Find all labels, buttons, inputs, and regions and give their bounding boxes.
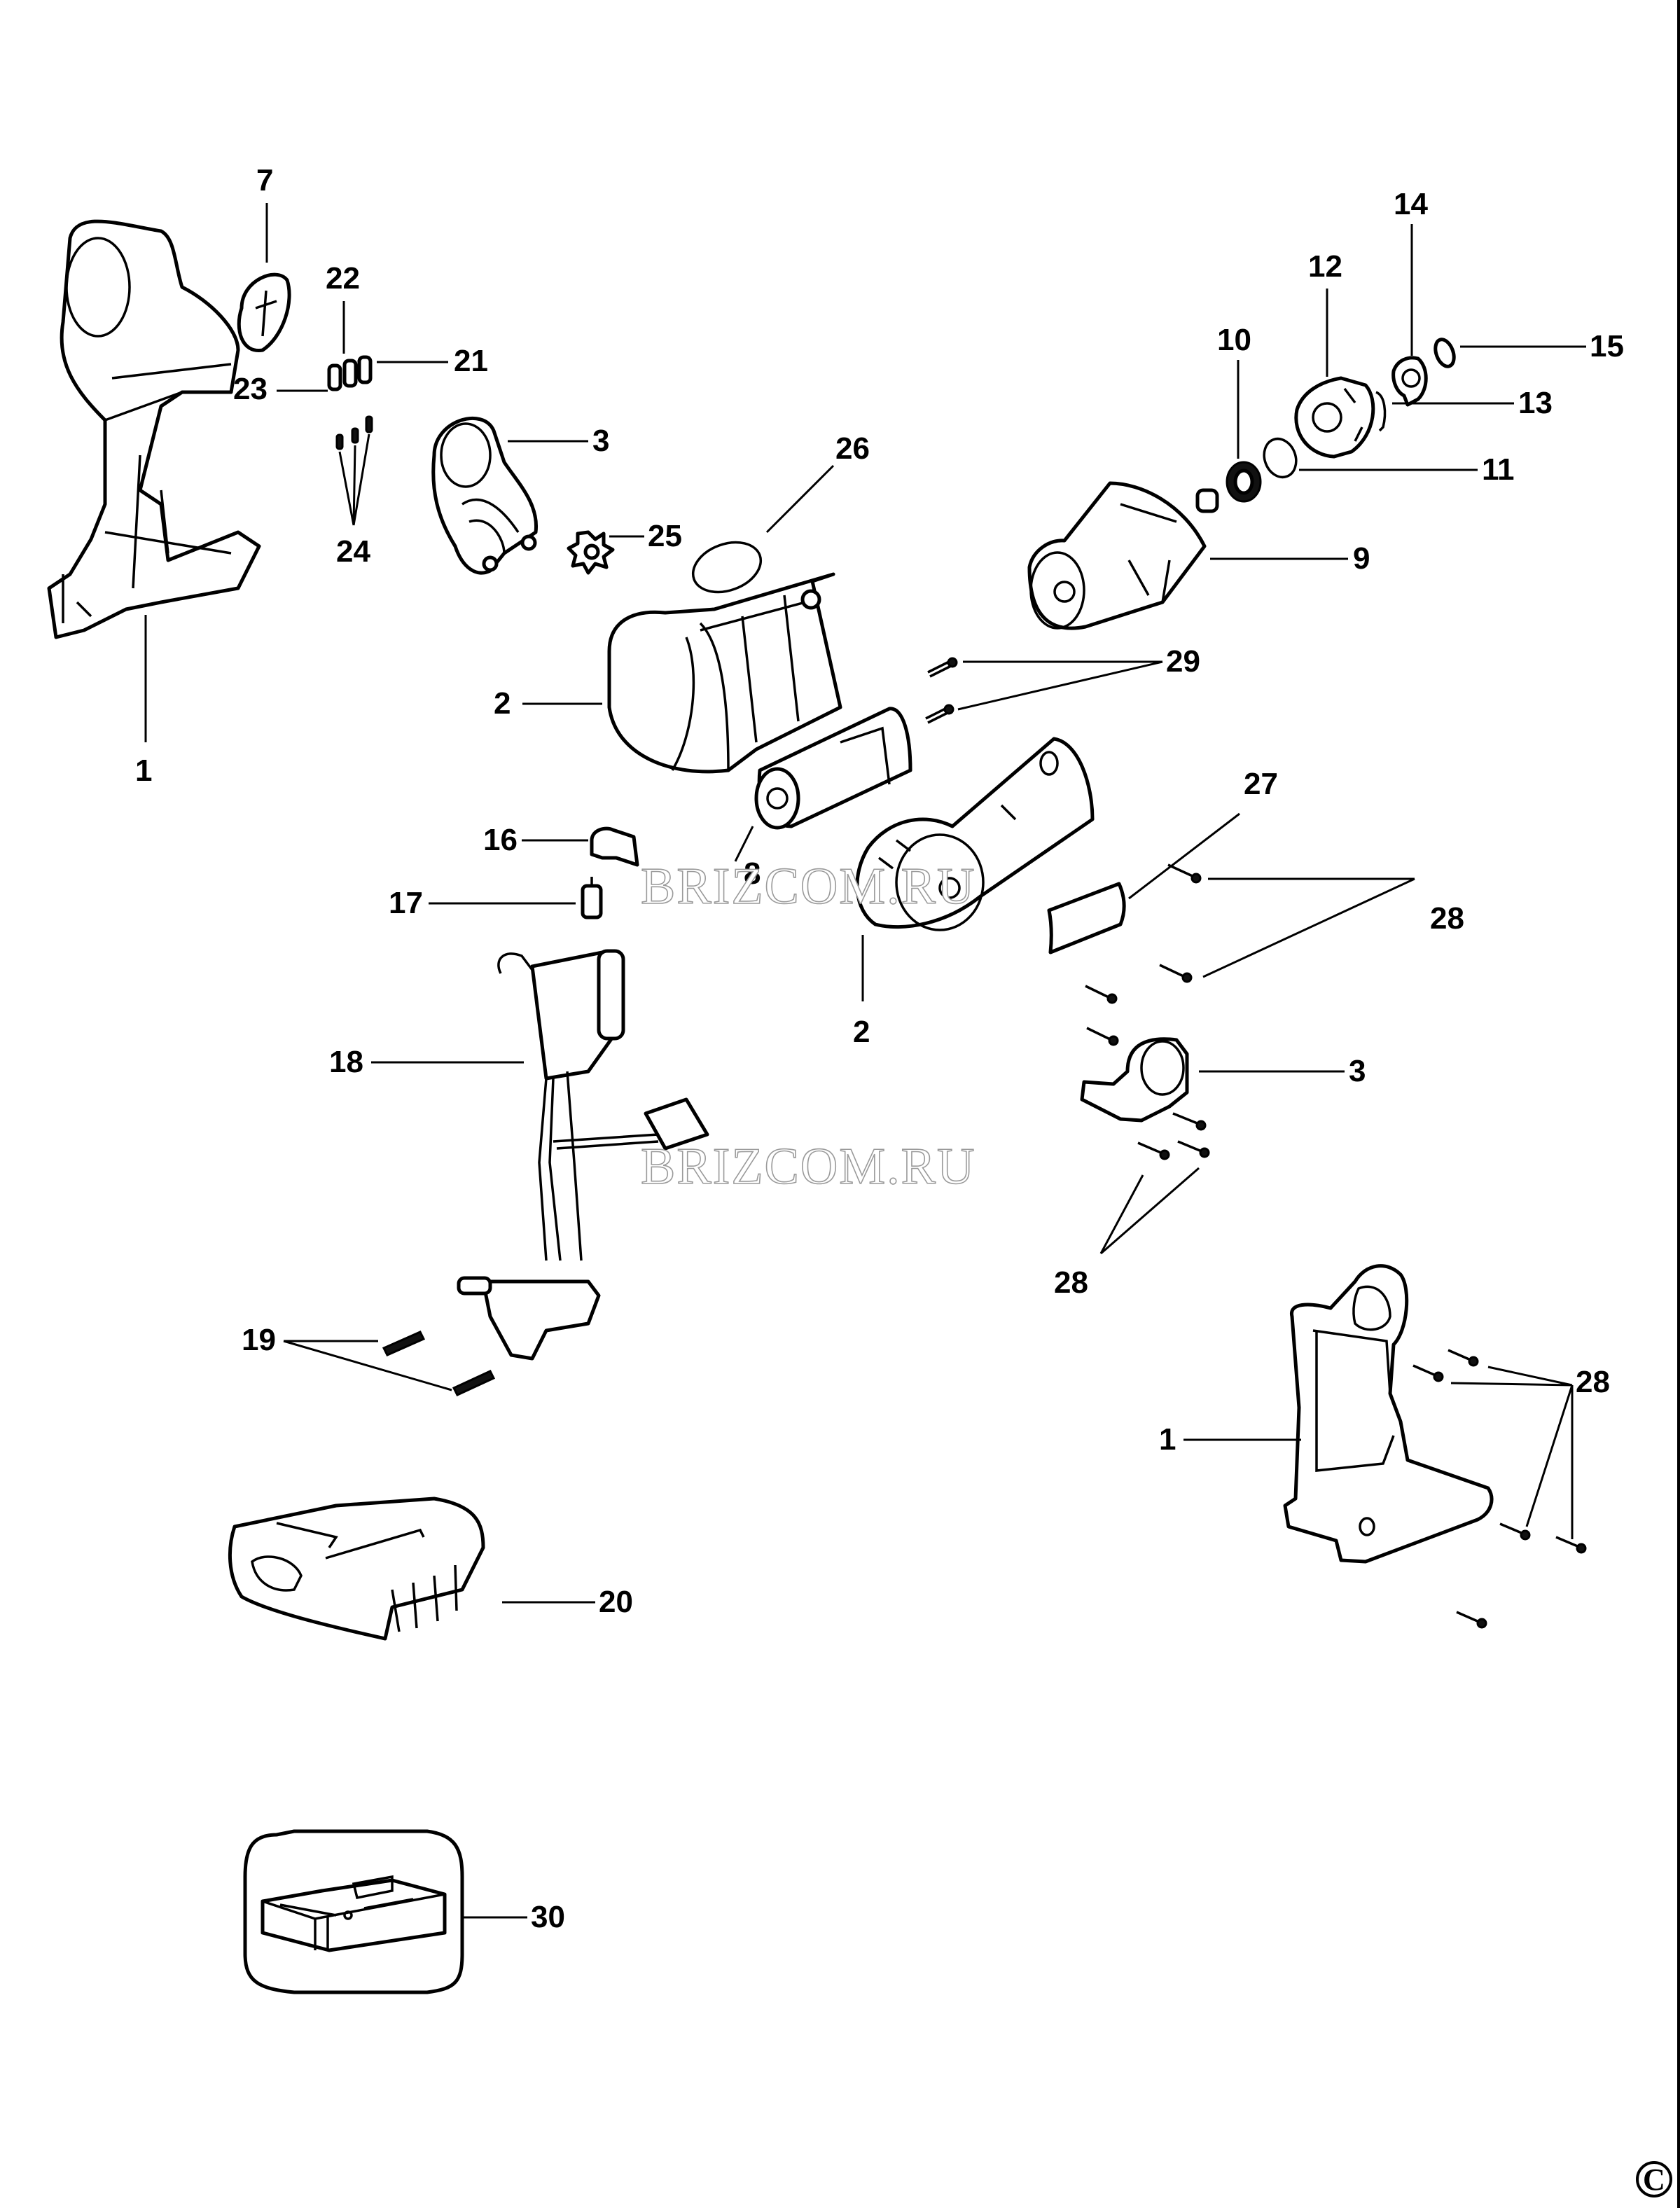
leader-19 <box>283 1340 452 1391</box>
callout-10: 10 <box>1217 323 1251 357</box>
part-25-gear[interactable] <box>567 530 615 575</box>
leader-28-lower <box>1450 1366 1574 1539</box>
part-18-switch-assembly[interactable] <box>457 949 709 1361</box>
watermark-lower: BRIZCOM.RU <box>641 1138 976 1195</box>
callout-30: 30 <box>531 1900 565 1934</box>
part-2-housing-shell-lower[interactable] <box>855 737 1095 931</box>
callout-3-lower: 3 <box>1349 1054 1366 1088</box>
callout-21: 21 <box>454 344 488 378</box>
part-10-spring[interactable] <box>1226 461 1262 503</box>
callout-2-lower: 2 <box>853 1015 870 1049</box>
callout-23: 23 <box>233 372 268 406</box>
leader-28-middle <box>1099 1167 1200 1255</box>
part-21-22-23-contacts[interactable] <box>327 355 373 391</box>
callout-28-upper: 28 <box>1430 901 1464 936</box>
part-3-end-cap-lower[interactable] <box>1080 1037 1189 1123</box>
part-19-terminal-springs[interactable] <box>382 1331 496 1396</box>
callout-28-lower: 28 <box>1576 1365 1610 1399</box>
part-20-battery-pack[interactable] <box>228 1497 485 1641</box>
copyright-letter: C <box>1643 2162 1665 2197</box>
callout-20: 20 <box>599 1585 633 1619</box>
part-27-label[interactable] <box>1047 882 1126 954</box>
part-3-end-cap-upper[interactable] <box>431 417 539 575</box>
part-24-pins[interactable] <box>335 415 373 450</box>
callout-17: 17 <box>389 886 423 920</box>
callout-15: 15 <box>1590 329 1624 363</box>
callout-2-upper: 2 <box>494 686 511 721</box>
part-2-housing-shell-upper[interactable] <box>607 572 842 774</box>
part-7-selector-plate[interactable] <box>237 272 291 352</box>
leader-24 <box>338 433 370 526</box>
part-28-screws-upper[interactable] <box>1085 863 1202 1046</box>
callout-29: 29 <box>1166 644 1200 679</box>
part-17-trigger-spring[interactable] <box>581 877 603 919</box>
part-28-screws-lower[interactable] <box>1412 1349 1587 1629</box>
copyright-mark: C <box>1636 2161 1672 2197</box>
callout-3-upper: 3 <box>592 424 609 458</box>
callout-27: 27 <box>1244 767 1278 801</box>
callout-26: 26 <box>835 431 870 466</box>
part-15-o-ring[interactable] <box>1432 337 1457 369</box>
leader-28-upper <box>1202 877 1415 978</box>
callout-28-middle: 28 <box>1054 1265 1088 1300</box>
callout-1-left: 1 <box>135 754 152 788</box>
part-9-gearbox[interactable] <box>1027 481 1219 630</box>
callout-14: 14 <box>1394 187 1428 221</box>
part-30-charger[interactable] <box>243 1829 464 1994</box>
part-13-clip[interactable] <box>1375 391 1387 432</box>
part-12-clutch-collar[interactable] <box>1294 376 1375 459</box>
leader-26 <box>765 464 835 534</box>
callout-22: 22 <box>326 261 360 296</box>
watermark-upper: BRIZCOM.RU <box>641 858 976 915</box>
callout-18: 18 <box>329 1045 363 1079</box>
callout-7: 7 <box>256 163 273 197</box>
callout-9: 9 <box>1353 541 1370 576</box>
part-14-retaining-ring[interactable] <box>1391 356 1428 407</box>
part-28-screws-middle[interactable] <box>1137 1112 1210 1160</box>
callout-12: 12 <box>1308 249 1342 284</box>
part-11-washer[interactable] <box>1259 434 1301 482</box>
callout-19: 19 <box>242 1323 276 1357</box>
part-26-o-ring[interactable] <box>686 534 768 601</box>
part-16-direction-lever[interactable] <box>590 826 639 867</box>
callout-1-right: 1 <box>1159 1422 1176 1457</box>
callout-8: 8 <box>744 856 761 891</box>
part-1-housing-left[interactable] <box>47 219 261 639</box>
part-29-motor-screws[interactable] <box>925 657 958 724</box>
leader-29 <box>957 660 1163 711</box>
leader-27 <box>1128 812 1240 900</box>
callout-25: 25 <box>648 519 682 553</box>
part-1-housing-right[interactable] <box>1283 1264 1494 1564</box>
callout-16: 16 <box>483 823 518 857</box>
callout-13: 13 <box>1518 386 1553 420</box>
leader-8 <box>734 826 754 862</box>
callout-24: 24 <box>336 534 370 569</box>
callout-11: 11 <box>1482 452 1515 487</box>
part-8-motor[interactable] <box>754 707 912 830</box>
